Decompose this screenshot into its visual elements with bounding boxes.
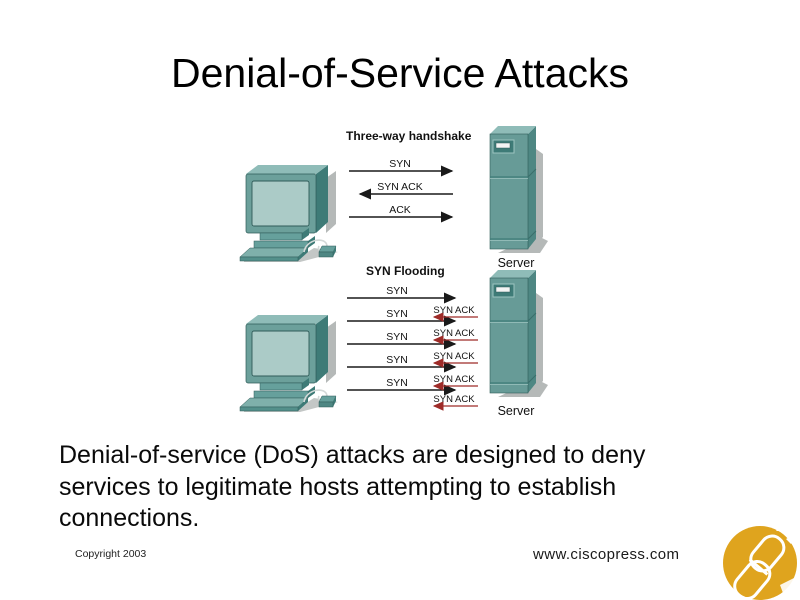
server-icon	[489, 269, 549, 398]
flood-synack-label: SYN ACK	[433, 374, 475, 385]
flood-syn-label: SYN	[386, 285, 408, 297]
flood-synack-label: SYN ACK	[433, 394, 475, 405]
handshake-arrows	[349, 165, 454, 223]
copyright-text: Copyright 2003	[75, 548, 147, 560]
body-text: Denial-of-service (DoS) attacks are desi…	[59, 441, 646, 532]
flood-synack-label: SYN ACK	[433, 328, 475, 339]
flood-synack-label: SYN ACK	[433, 305, 475, 316]
flood-syn-label: SYN	[386, 377, 408, 389]
handshake-server-label: Server	[497, 256, 535, 270]
handshake-syn-label: SYN	[389, 158, 411, 170]
flood-synack-arrows	[432, 312, 478, 411]
client-computer-icon	[239, 314, 339, 413]
server-icon	[489, 125, 549, 254]
flood-synack-label: SYN ACK	[433, 351, 475, 362]
handshake-diagram-title: Three-way handshake	[346, 129, 472, 143]
client-computer-icon	[239, 164, 339, 263]
flooding-diagram-title: SYN Flooding	[366, 264, 445, 278]
flood-syn-label: SYN	[386, 308, 408, 320]
flooding-server-label: Server	[497, 404, 535, 418]
cisco-press-logo-icon	[723, 520, 800, 600]
website-text: www.ciscopress.com	[533, 546, 680, 563]
handshake-ack-label: ACK	[389, 204, 411, 216]
handshake-synack-label: SYN ACK	[377, 181, 423, 193]
flood-syn-label: SYN	[386, 331, 408, 343]
page-title: Denial-of-Service Attacks	[170, 50, 629, 96]
flood-syn-label: SYN	[386, 354, 408, 366]
